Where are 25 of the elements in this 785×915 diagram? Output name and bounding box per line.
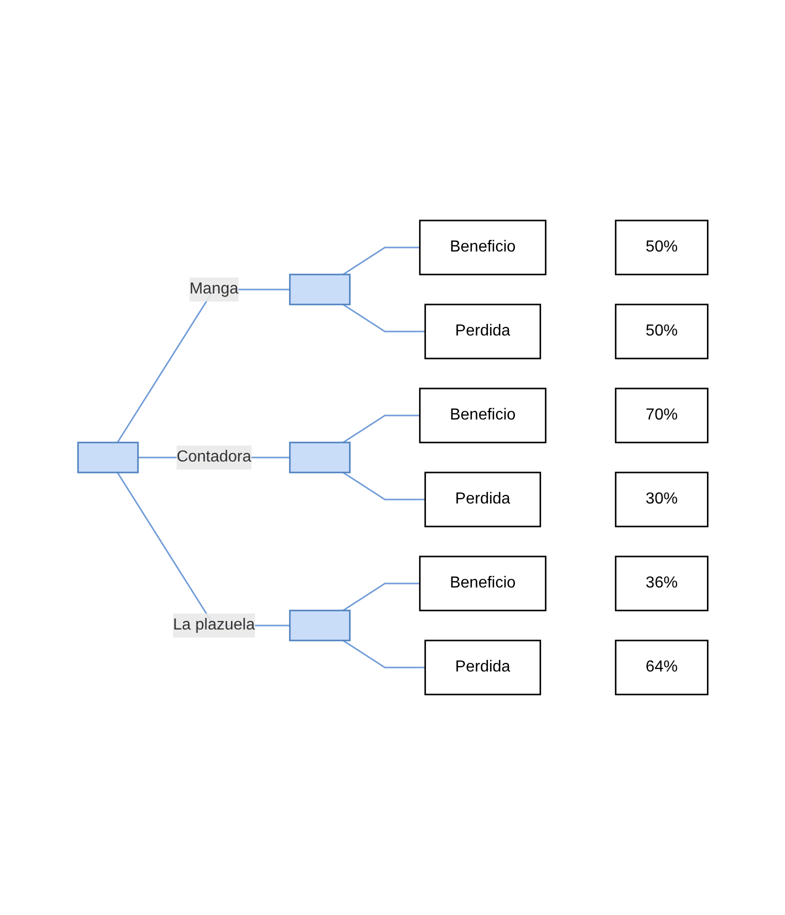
edge-label: Contadora bbox=[176, 448, 251, 466]
connector bbox=[342, 640, 425, 668]
node-box bbox=[288, 610, 350, 642]
node-box: 50% bbox=[614, 220, 708, 276]
node-box: Beneficio bbox=[418, 220, 546, 276]
node-box: 36% bbox=[614, 556, 708, 612]
node-box: 64% bbox=[614, 640, 708, 696]
node-box: 30% bbox=[614, 472, 708, 528]
connector bbox=[342, 414, 420, 444]
connector bbox=[342, 246, 420, 276]
node-box bbox=[288, 274, 350, 306]
connector bbox=[342, 472, 425, 500]
edge-label: Manga bbox=[189, 280, 238, 298]
connector bbox=[342, 582, 420, 612]
node-box: Perdida bbox=[424, 472, 541, 528]
node-box: Perdida bbox=[424, 304, 541, 360]
node-box: Beneficio bbox=[418, 556, 546, 612]
edge-label: La plazuela bbox=[172, 616, 254, 634]
connector bbox=[342, 304, 425, 332]
node-box bbox=[76, 442, 138, 474]
node-box: Perdida bbox=[424, 640, 541, 696]
node-box bbox=[288, 442, 350, 474]
node-box: 70% bbox=[614, 388, 708, 444]
node-box: 50% bbox=[614, 304, 708, 360]
node-box: Beneficio bbox=[418, 388, 546, 444]
